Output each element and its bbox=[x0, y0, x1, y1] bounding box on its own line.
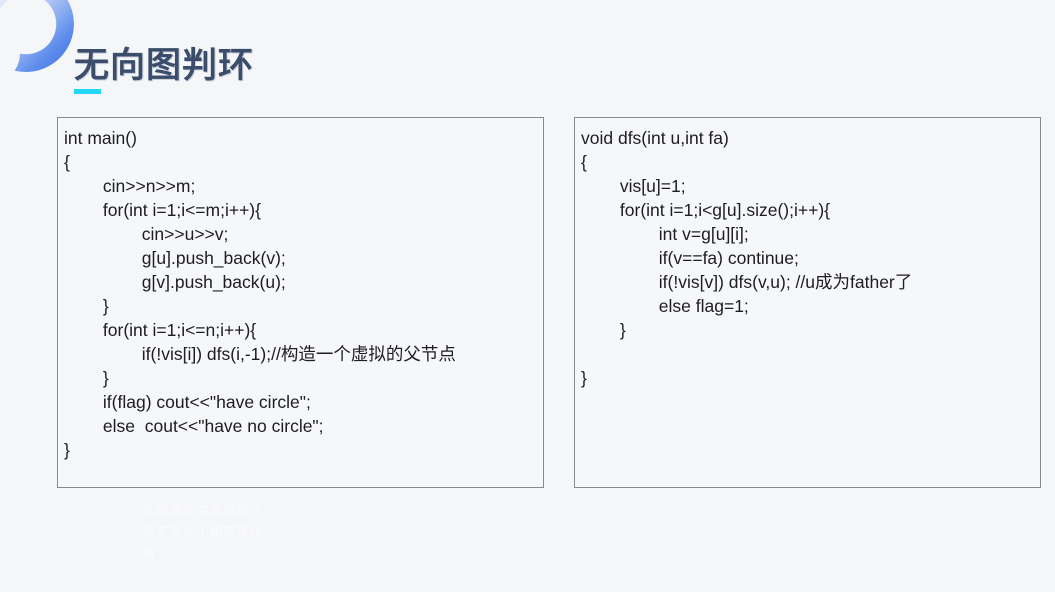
code-panel-main: int main() { cin>>n>>m; for(int i=1;i<=m… bbox=[57, 117, 544, 488]
placeholder-watermark-text: 此处添加文本标题注意文字大小和文字段落 bbox=[142, 503, 264, 560]
code-block-main: int main() { cin>>n>>m; for(int i=1;i<=m… bbox=[64, 128, 456, 460]
code-block-dfs: void dfs(int u,int fa) { vis[u]=1; for(i… bbox=[581, 128, 913, 388]
code-panel-dfs: void dfs(int u,int fa) { vis[u]=1; for(i… bbox=[574, 117, 1041, 488]
decorative-ring-notch bbox=[0, 26, 20, 80]
title-block: 无向图判环 bbox=[74, 46, 254, 94]
title-underline-accent bbox=[74, 89, 101, 94]
page-title: 无向图判环 bbox=[74, 46, 255, 85]
